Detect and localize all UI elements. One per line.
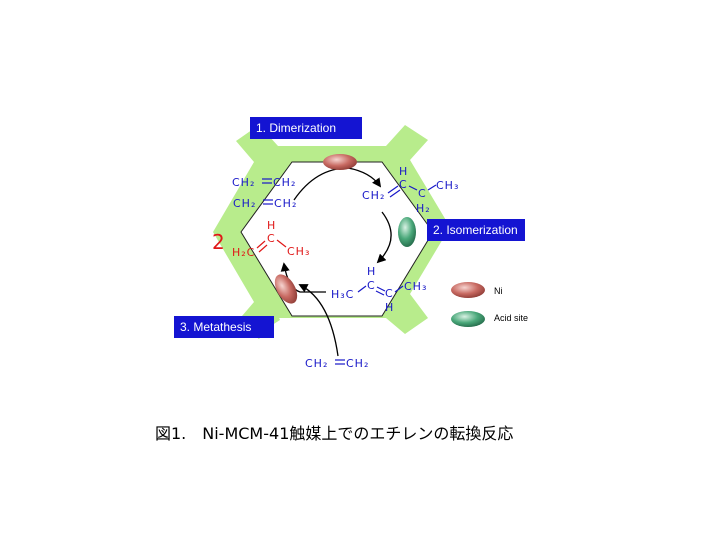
propene-double-bond-1 [256, 240, 266, 249]
butene2-h3c: H₃C [331, 288, 354, 301]
butene2-h-top: H [367, 265, 376, 278]
butene2-h-bottom: H [385, 301, 394, 314]
metathesis-label: 3. Metathesis [174, 316, 274, 338]
acid-site-isomerization [398, 217, 416, 247]
legend-acid-icon [451, 311, 485, 327]
butene2-c1: C [367, 279, 376, 292]
legend-ni-icon [451, 282, 485, 298]
butene2-bond-h3c-c1 [357, 285, 367, 293]
butene2-double-bond-2 [375, 290, 385, 296]
ethylene-bottom-left: CH₂ [305, 357, 328, 370]
propene-h2c: H₂C [232, 246, 255, 259]
butene1-h2: H₂ [416, 202, 431, 215]
butene1-bond-c2-ch3 [427, 184, 437, 191]
butene1-ch2: CH₂ [362, 189, 385, 202]
butene1-h-top: H [399, 165, 408, 178]
propene-c: C [267, 232, 276, 245]
butene2-c2: C [385, 287, 394, 300]
dimerization-label: 1. Dimerization [250, 117, 362, 139]
ethylene-a-right: CH₂ [273, 176, 296, 189]
butene1-c1: C [399, 178, 408, 191]
hexagon-outline [240, 161, 434, 317]
ethylene-b-left: CH₂ [233, 197, 256, 210]
ni-site-metathesis [274, 274, 298, 304]
butene2-ch3: CH₃ [404, 280, 427, 293]
legend-acid-site-label: Acid site [494, 313, 529, 323]
butene1-ch3: CH₃ [436, 179, 459, 192]
butene1-double-bond-2 [389, 189, 401, 198]
arrow-isomerization [376, 211, 392, 264]
ethylene-b-right: CH₂ [274, 197, 297, 210]
butene1-bond-c1-c2 [408, 185, 418, 191]
propene-double-bond-2 [258, 244, 268, 253]
ethylene-bottom-right: CH₂ [346, 357, 369, 370]
ethylene-a-left: CH₂ [232, 176, 255, 189]
butene2-double-bond-1 [376, 286, 386, 292]
propene-coefficient: 2 [212, 230, 225, 254]
legend-ni-label: Ni [494, 286, 503, 296]
butene1-double-bond-1 [387, 185, 399, 194]
arrow-ethylene-in [298, 284, 339, 357]
ni-site-dimerization [323, 154, 357, 170]
isomerization-label: 2. Isomerization [427, 219, 525, 241]
butene2-bond-c2-ch3 [394, 285, 404, 293]
propene-bond-c-ch3 [276, 239, 287, 248]
propene-ch3: CH₃ [287, 245, 310, 258]
butene1-c2: C [418, 187, 427, 200]
figure-caption: 図1. Ni-MCM-41触媒上でのエチレンの転換反応 [155, 424, 514, 443]
propene-h: H [267, 219, 276, 232]
